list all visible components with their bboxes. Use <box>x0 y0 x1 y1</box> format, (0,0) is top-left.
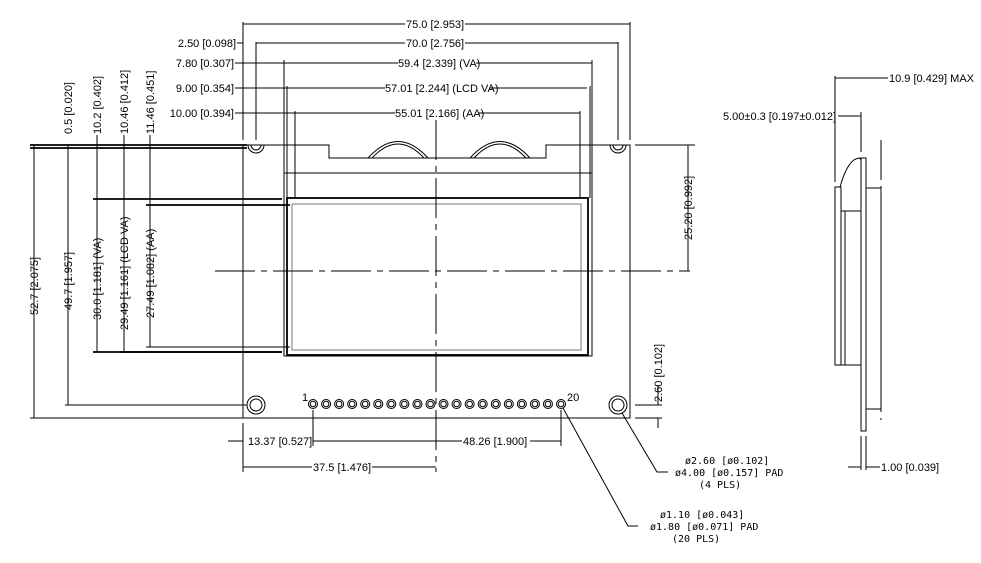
dim-center-offset: 37.5 [1.476] <box>313 462 371 474</box>
svg-text:ø1.80 [ø0.071] PAD: ø1.80 [ø0.071] PAD <box>650 522 758 533</box>
pin-hole <box>503 399 514 409</box>
dim-pin1-offset: 13.37 [0.527] <box>248 436 312 448</box>
dim-hole-pitch: 70.0 [2.756] <box>406 38 464 50</box>
pin-hole <box>334 399 345 409</box>
dim-va-offset: 7.80 [0.307] <box>176 58 234 70</box>
svg-text:ø4.00 [ø0.157] PAD: ø4.00 [ø0.157] PAD <box>675 468 783 479</box>
pin-hole <box>440 400 447 408</box>
pin-1-label: 1 <box>302 392 308 404</box>
dim-overall-height: 52.7 [2.075] <box>29 257 41 315</box>
dim-top-offset-a: 0.5 [0.020] <box>63 82 75 134</box>
dim-lcd-va-width: 57.01 [2.244] (LCD VA) <box>385 83 499 95</box>
left-dimensions: 52.7 [2.075] 49.7 [1.957] 30.0 [1.181] (… <box>29 70 290 419</box>
pin-20-label: 20 <box>567 392 579 404</box>
pin-hole <box>505 400 513 408</box>
pin-hole <box>373 399 384 409</box>
dim-pin-span: 48.26 [1.900] <box>463 436 527 448</box>
dim-aa-height: 27.49 [1.082] (AA) <box>145 229 157 318</box>
pin-hole <box>479 400 486 408</box>
pin-header <box>308 399 566 409</box>
dim-center-from-top: 25.20 [0.992] <box>683 176 695 240</box>
dim-pcb-thickness: 1.00 [0.039] <box>881 462 939 474</box>
dim-hole-offset: 2.50 [0.098] <box>178 38 236 50</box>
pin-hole <box>308 399 318 409</box>
dim-overall-width: 75.0 [2.953] <box>406 19 464 31</box>
mount-hole-callout: ø2.60 [ø0.102] ø4.00 [ø0.157] PAD (4 PLS… <box>621 412 783 491</box>
pin-hole <box>386 399 397 409</box>
pin-hole <box>425 399 436 409</box>
svg-text:ø2.60 [ø0.102]: ø2.60 [ø0.102] <box>685 456 769 467</box>
pin-hole <box>309 400 317 408</box>
svg-text:(20 PLS): (20 PLS) <box>672 534 720 545</box>
pin-hole <box>412 399 423 409</box>
pin-hole <box>399 399 410 409</box>
dim-hole-from-bottom: 2.60 [0.102] <box>653 344 665 402</box>
pin-hole <box>542 399 553 409</box>
dim-lcd-va-offset: 9.00 [0.354] <box>176 83 234 95</box>
dim-top-offset-c: 10.46 [0.412] <box>119 70 131 134</box>
pin-hole <box>322 400 330 408</box>
pin-hole <box>335 400 343 408</box>
dim-max-thickness: 10.9 [0.429] MAX <box>889 73 975 85</box>
pin-hole <box>490 399 501 409</box>
dim-lcd-va-height: 29.49 [1.161] (LCD VA) <box>119 216 131 330</box>
pin-hole <box>427 400 434 408</box>
dim-va-height: 30.0 [1.181] (VA) <box>92 238 104 320</box>
bottom-dimensions: 13.37 [0.527] 48.26 [1.900] 37.5 [1.476] <box>228 410 562 474</box>
pin-hole <box>466 400 473 408</box>
pin-hole <box>361 400 369 408</box>
pin-hole <box>348 400 356 408</box>
pin-hole <box>516 399 527 409</box>
pcb-outline <box>30 144 631 419</box>
pin-hole <box>438 399 449 409</box>
pin-hole <box>556 399 566 409</box>
dim-lcd-thickness: 5.00±0.3 [0.197±0.012] <box>723 111 836 123</box>
dim-top-offset-b: 10.2 [0.402] <box>92 76 104 134</box>
pin-hole <box>529 399 540 409</box>
side-view: 10.9 [0.429] MAX 5.00±0.3 [0.197±0.012] … <box>723 73 975 474</box>
pin-hole <box>531 400 539 408</box>
pin-hole <box>401 400 408 408</box>
top-dimensions: 75.0 [2.953] 70.0 [2.756] 59.4 [2.339] (… <box>170 19 631 140</box>
mounting-holes <box>246 144 628 415</box>
dim-va-width: 59.4 [2.339] (VA) <box>398 58 480 70</box>
pin-hole <box>388 400 395 408</box>
dim-aa-width: 55.01 [2.166] (AA) <box>395 108 484 120</box>
pin-hole <box>464 399 475 409</box>
pin-hole <box>414 400 421 408</box>
pin-hole <box>374 400 382 408</box>
pin-hole <box>544 400 552 408</box>
pin-hole <box>518 400 526 408</box>
svg-text:(4 PLS): (4 PLS) <box>699 480 741 491</box>
lcd-module <box>283 60 593 357</box>
right-dimensions: 25.20 [0.992] 2.60 [0.102] <box>635 144 695 428</box>
svg-text:ø1.10 [ø0.043]: ø1.10 [ø0.043] <box>660 510 744 521</box>
dim-hole-pitch-vertical: 49.7 [1.957] <box>63 252 75 310</box>
pin-hole <box>477 399 488 409</box>
dim-aa-offset: 10.00 [0.394] <box>170 108 234 120</box>
pin-hole <box>321 399 332 409</box>
pin-hole <box>453 400 460 408</box>
pin-hole <box>492 400 500 408</box>
pin-hole <box>347 399 358 409</box>
pin-hole <box>557 400 565 408</box>
pin-hole <box>360 399 371 409</box>
pin-hole <box>451 399 462 409</box>
pin-hole-callout: ø1.10 [ø0.043] ø1.80 [ø0.071] PAD (20 PL… <box>562 407 758 545</box>
dim-top-offset-d: 11.46 [0.451] <box>145 71 157 134</box>
backlight-leads <box>367 141 531 159</box>
